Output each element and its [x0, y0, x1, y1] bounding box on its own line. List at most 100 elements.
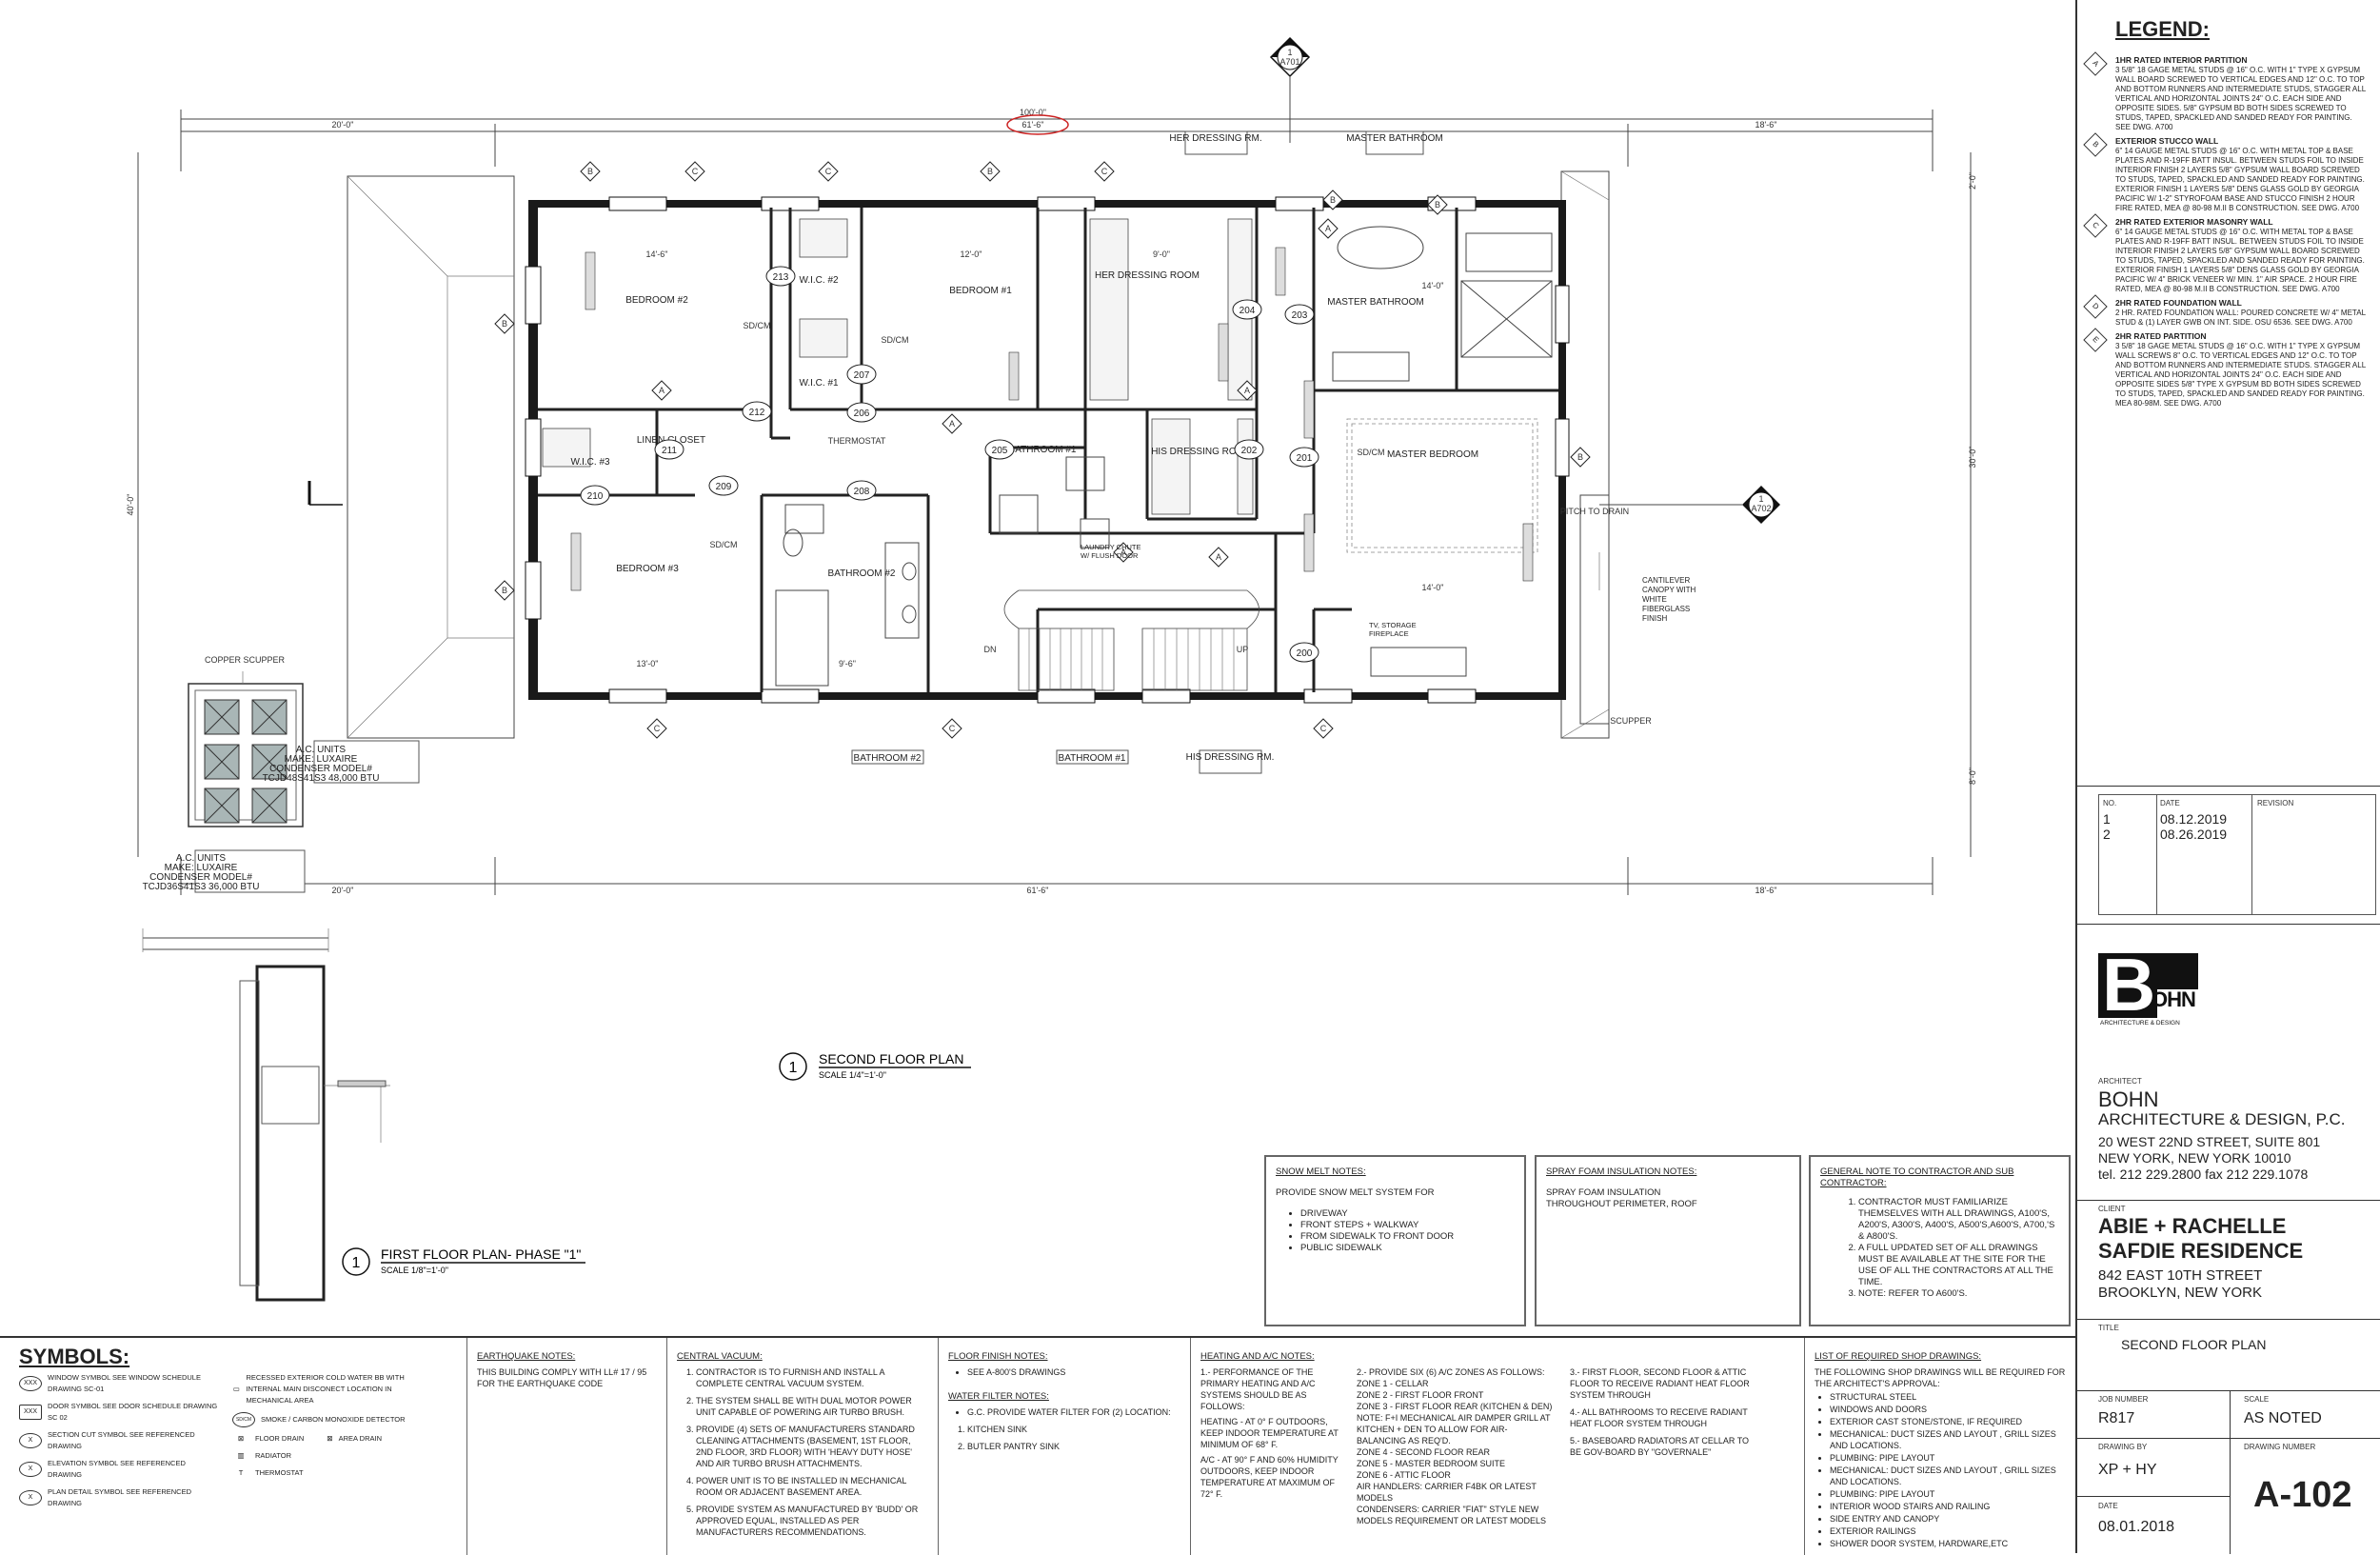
room-number-circle	[1234, 439, 1264, 460]
sub-title-num: 1	[352, 1255, 361, 1271]
room-number-circle	[1232, 299, 1262, 320]
hvac-line: 2.- PROVIDE SIX (6) A/C ZONES AS FOLLOWS…	[1357, 1367, 1545, 1377]
hvac-line: ZONE 1 - CELLAR	[1357, 1379, 1429, 1388]
symbols-title: SYMBOLS:	[19, 1345, 130, 1368]
revision-cloud	[1006, 114, 1069, 135]
room-master-bedroom: MASTER BEDROOM	[1387, 449, 1478, 460]
rev-no: 2	[2103, 827, 2111, 842]
symbol-text: RECESSED EXTERIOR COLD WATER BB WITH INT…	[246, 1373, 405, 1405]
sub-title-text: FIRST FLOOR PLAN- PHASE "1"	[381, 1246, 581, 1262]
revisions-section: NO. 1 2 DATE 08.12.2019 08.26.2019 REVIS…	[2077, 786, 2380, 924]
room-number: 200	[1297, 648, 1313, 659]
water-title: WATER FILTER NOTES:	[948, 1391, 1049, 1402]
radiator-icon: ▥	[237, 1451, 245, 1460]
wall-type-diamond-icon: C	[818, 161, 839, 182]
room-number-circle	[1284, 304, 1315, 325]
cold-water-icon: ▭	[232, 1385, 240, 1393]
wall-type-diamond-icon: A	[942, 413, 962, 434]
hvac-line: 4.- ALL BATHROOMS TO RECEIVE RADIANT HEA…	[1570, 1407, 1748, 1428]
wall-type-diamond-icon: B	[494, 313, 515, 334]
spray-l1: SPRAY FOAM INSULATION	[1546, 1187, 1661, 1198]
client-addr1: 842 EAST 10TH STREET	[2098, 1267, 2263, 1284]
sheet-scale: AS NOTED	[2244, 1410, 2322, 1426]
vacuum-item: PROVIDE (4) SETS OF MANUFACTURERS STANDA…	[696, 1424, 928, 1469]
room-his-dressing: HIS DRESSING ROOM	[1151, 447, 1252, 457]
shop-title: LIST OF REQUIRED SHOP DRAWINGS:	[1815, 1351, 1982, 1362]
ac2-title: A.C. UNITS	[176, 853, 227, 864]
dim-right-depth: 30'-0"	[1968, 447, 1977, 468]
room-number: 202	[1241, 446, 1258, 456]
room-bathroom-1: BATHROOM #1	[1009, 445, 1077, 455]
rev-no: 1	[2103, 811, 2111, 827]
master-bed	[1346, 418, 1538, 553]
floor-drain-icon: ⊠	[237, 1434, 245, 1443]
area-drain-icon: ⊠	[327, 1434, 333, 1443]
wall-type-diamond-icon: A	[1208, 547, 1229, 568]
dim-right-bay: 18'-6"	[1755, 120, 1777, 130]
room-number-circle	[765, 266, 796, 287]
legend-mark-icon: E	[2083, 328, 2108, 352]
wall-type-diamond-icon: B	[580, 161, 601, 182]
room-number-circle	[846, 364, 877, 385]
wall-type-diamond-icon: B	[494, 580, 515, 601]
hvac-line: A/C - AT 90° F AND 60% HUMIDITY OUTDOORS…	[1200, 1455, 1339, 1499]
svg-text:C: C	[825, 167, 832, 176]
legend-item-title: 1HR RATED INTERIOR PARTITION	[2115, 55, 2248, 65]
client-label: CLIENT	[2098, 1205, 2126, 1213]
svg-text:B: B	[1330, 195, 1336, 205]
dim-top-center: 61'-6"	[1022, 120, 1044, 130]
symbol-text: RADIATOR	[255, 1451, 292, 1460]
legend-item-title: 2HR RATED EXTERIOR MASONRY WALL	[2115, 217, 2273, 227]
architect-firm: ARCHITECTURE & DESIGN, P.C.	[2098, 1110, 2346, 1128]
legend-item-text: 3 5/8" 18 GAGE METAL STUDS @ 16" O.C. WI…	[2115, 66, 2366, 131]
plan-detail-icon: X	[19, 1490, 42, 1505]
legend-mark-icon: C	[2083, 213, 2108, 238]
general-item: A FULL UPDATED SET OF ALL DRAWINGS MUST …	[1858, 1243, 2059, 1288]
ac1-num: TCJD48S41S3 48,000 BTU	[263, 773, 380, 784]
hvac-line: CONDENSERS: CARRIER "FIAT" STYLE NEW MOD…	[1357, 1505, 1547, 1525]
floor-water-notes: FLOOR FINISH NOTES: SEE A-800'S DRAWINGS…	[938, 1338, 1190, 1555]
earthquake-text: THIS BUILDING COMPLY WITH LL# 17 / 95 FO…	[477, 1367, 647, 1388]
plan-title-text: SECOND FLOOR PLAN	[819, 1051, 963, 1067]
job-number: R817	[2098, 1410, 2135, 1426]
hvac-line: ZONE 3 - FIRST FLOOR REAR (KITCHEN & DEN…	[1357, 1402, 1553, 1445]
vacuum-item: POWER UNIT IS TO BE INSTALLED IN MECHANI…	[696, 1475, 928, 1498]
shop-item: MECHANICAL: DUCT SIZES AND LAYOUT , GRIL…	[1830, 1428, 2066, 1451]
svg-text:A: A	[1121, 548, 1126, 557]
shop-drawings: LIST OF REQUIRED SHOP DRAWINGS: THE FOLL…	[1804, 1338, 2075, 1555]
wall-type-diamond-icon: C	[942, 718, 962, 739]
rev-date: 08.26.2019	[2160, 827, 2228, 842]
svg-text:C: C	[949, 724, 956, 733]
dim-bottom-right: 18'-6"	[1755, 886, 1777, 895]
section-mark-top: 1 A701	[1269, 36, 1311, 143]
symbol-text: SMOKE / CARBON MONOXIDE DETECTOR	[261, 1415, 406, 1424]
wall-type-diamond-icon: C	[1313, 718, 1334, 739]
room-number-circle	[654, 439, 684, 460]
dim-dress: 9'-0"	[1153, 249, 1170, 259]
svg-text:B: B	[502, 586, 507, 595]
svg-text:A: A	[1244, 386, 1250, 395]
hvac-line: ZONE 6 - ATTIC FLOOR	[1357, 1470, 1451, 1480]
vacuum-item: CONTRACTOR IS TO FURNISH AND INSTALL A C…	[696, 1366, 928, 1389]
dim-depth: 40'-0"	[126, 494, 135, 516]
rev-date: 08.12.2019	[2160, 811, 2228, 827]
dim-mbath: 14'-0"	[1422, 281, 1444, 290]
spray-title: SPRAY FOAM INSULATION NOTES:	[1546, 1166, 1697, 1177]
ac-units: A.C. UNITS MAKE: LUXAIRE CONDENSER MODEL…	[143, 671, 420, 893]
dim-right-top: 2'-0"	[1968, 172, 1977, 189]
room-number-circle	[742, 401, 772, 422]
room-dimensions: 14'-6" 12'-0" 9'-0" 14'-0" 14'-0" 13'-0"…	[637, 249, 1444, 668]
room-number: 201	[1297, 453, 1313, 464]
floor-plan-drawing: 100'-0" 61'-6" 20'-0" 18'-6" 20'-0" 61'-…	[126, 36, 1977, 1302]
room-number: 211	[662, 446, 677, 456]
shop-item: INTERIOR WOOD STAIRS AND RAILING	[1830, 1501, 2066, 1512]
hvac-line: ZONE 5 - MASTER BEDROOM SUITE	[1357, 1459, 1506, 1468]
vacuum-item: THE SYSTEM SHALL BE WITH DUAL MOTOR POWE…	[696, 1395, 928, 1418]
fireplace-label: TV, STORAGE FIREPLACE	[1369, 621, 1417, 638]
